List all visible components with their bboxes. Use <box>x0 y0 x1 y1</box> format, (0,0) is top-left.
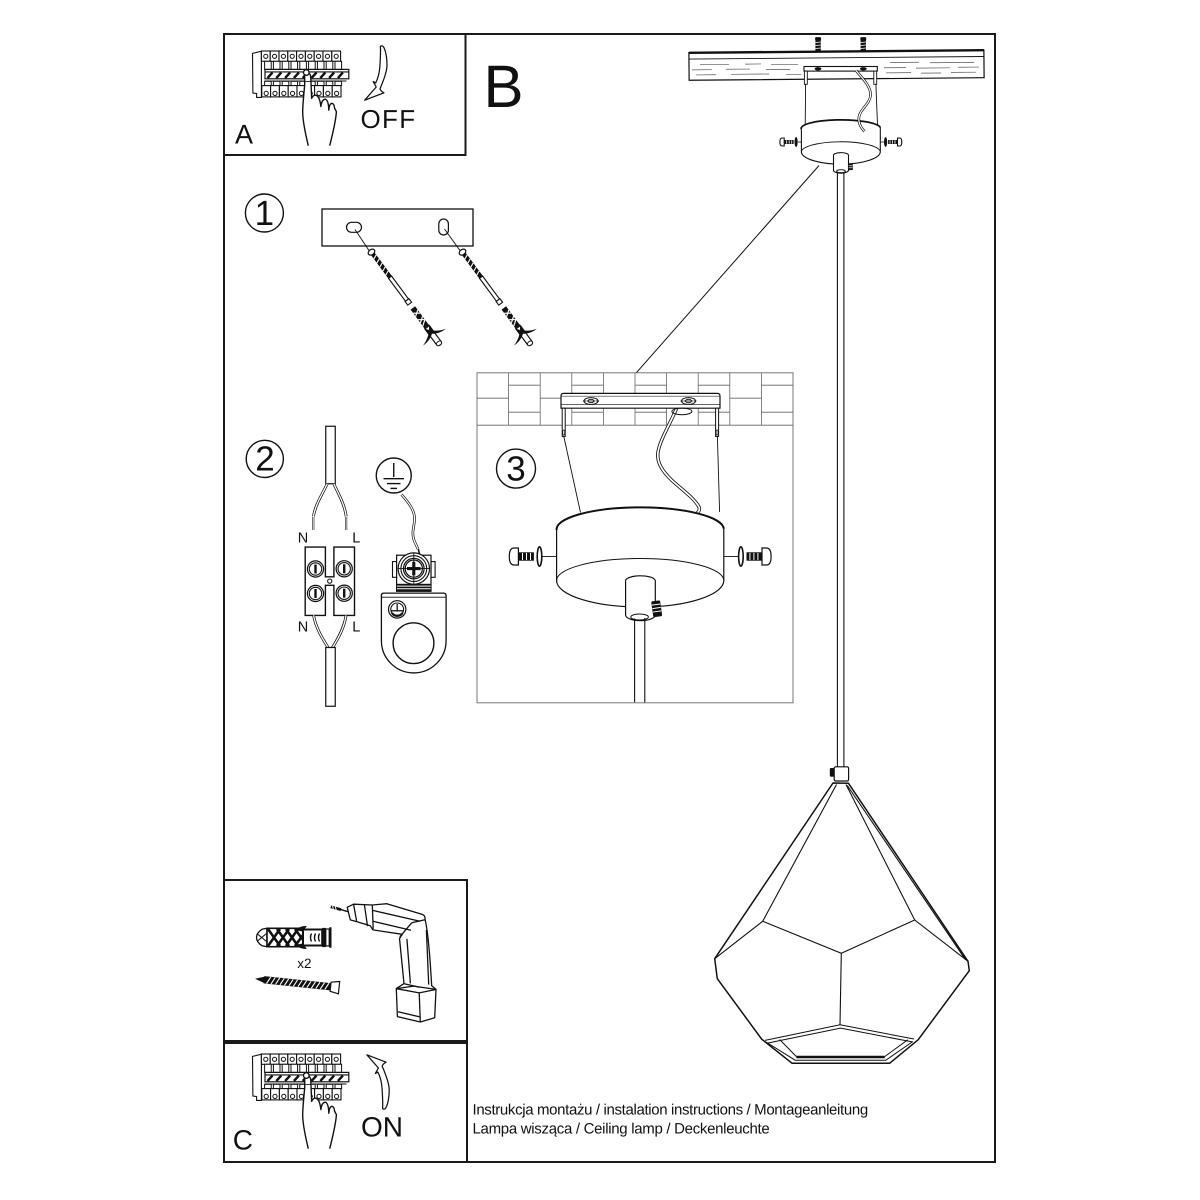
svg-text:Lampa wisząca / Ceiling lamp: Lampa wisząca / Ceiling lamp / Deckenleu… <box>473 1121 770 1138</box>
svg-text:A: A <box>235 119 253 149</box>
svg-text:N: N <box>298 531 308 547</box>
svg-text:1: 1 <box>255 194 274 233</box>
svg-text:OFF: OFF <box>361 104 417 134</box>
svg-text:L: L <box>352 620 360 636</box>
svg-text:ON: ON <box>361 1112 403 1143</box>
svg-text:B: B <box>484 53 524 120</box>
svg-text:2: 2 <box>255 440 274 479</box>
svg-text:N: N <box>298 620 308 636</box>
svg-text:C: C <box>233 1125 253 1156</box>
svg-text:3: 3 <box>506 450 525 489</box>
svg-text:x2: x2 <box>297 956 311 971</box>
svg-text:Instrukcja montażu / instalati: Instrukcja montażu / instalation instruc… <box>473 1102 868 1119</box>
svg-text:L: L <box>352 531 360 547</box>
